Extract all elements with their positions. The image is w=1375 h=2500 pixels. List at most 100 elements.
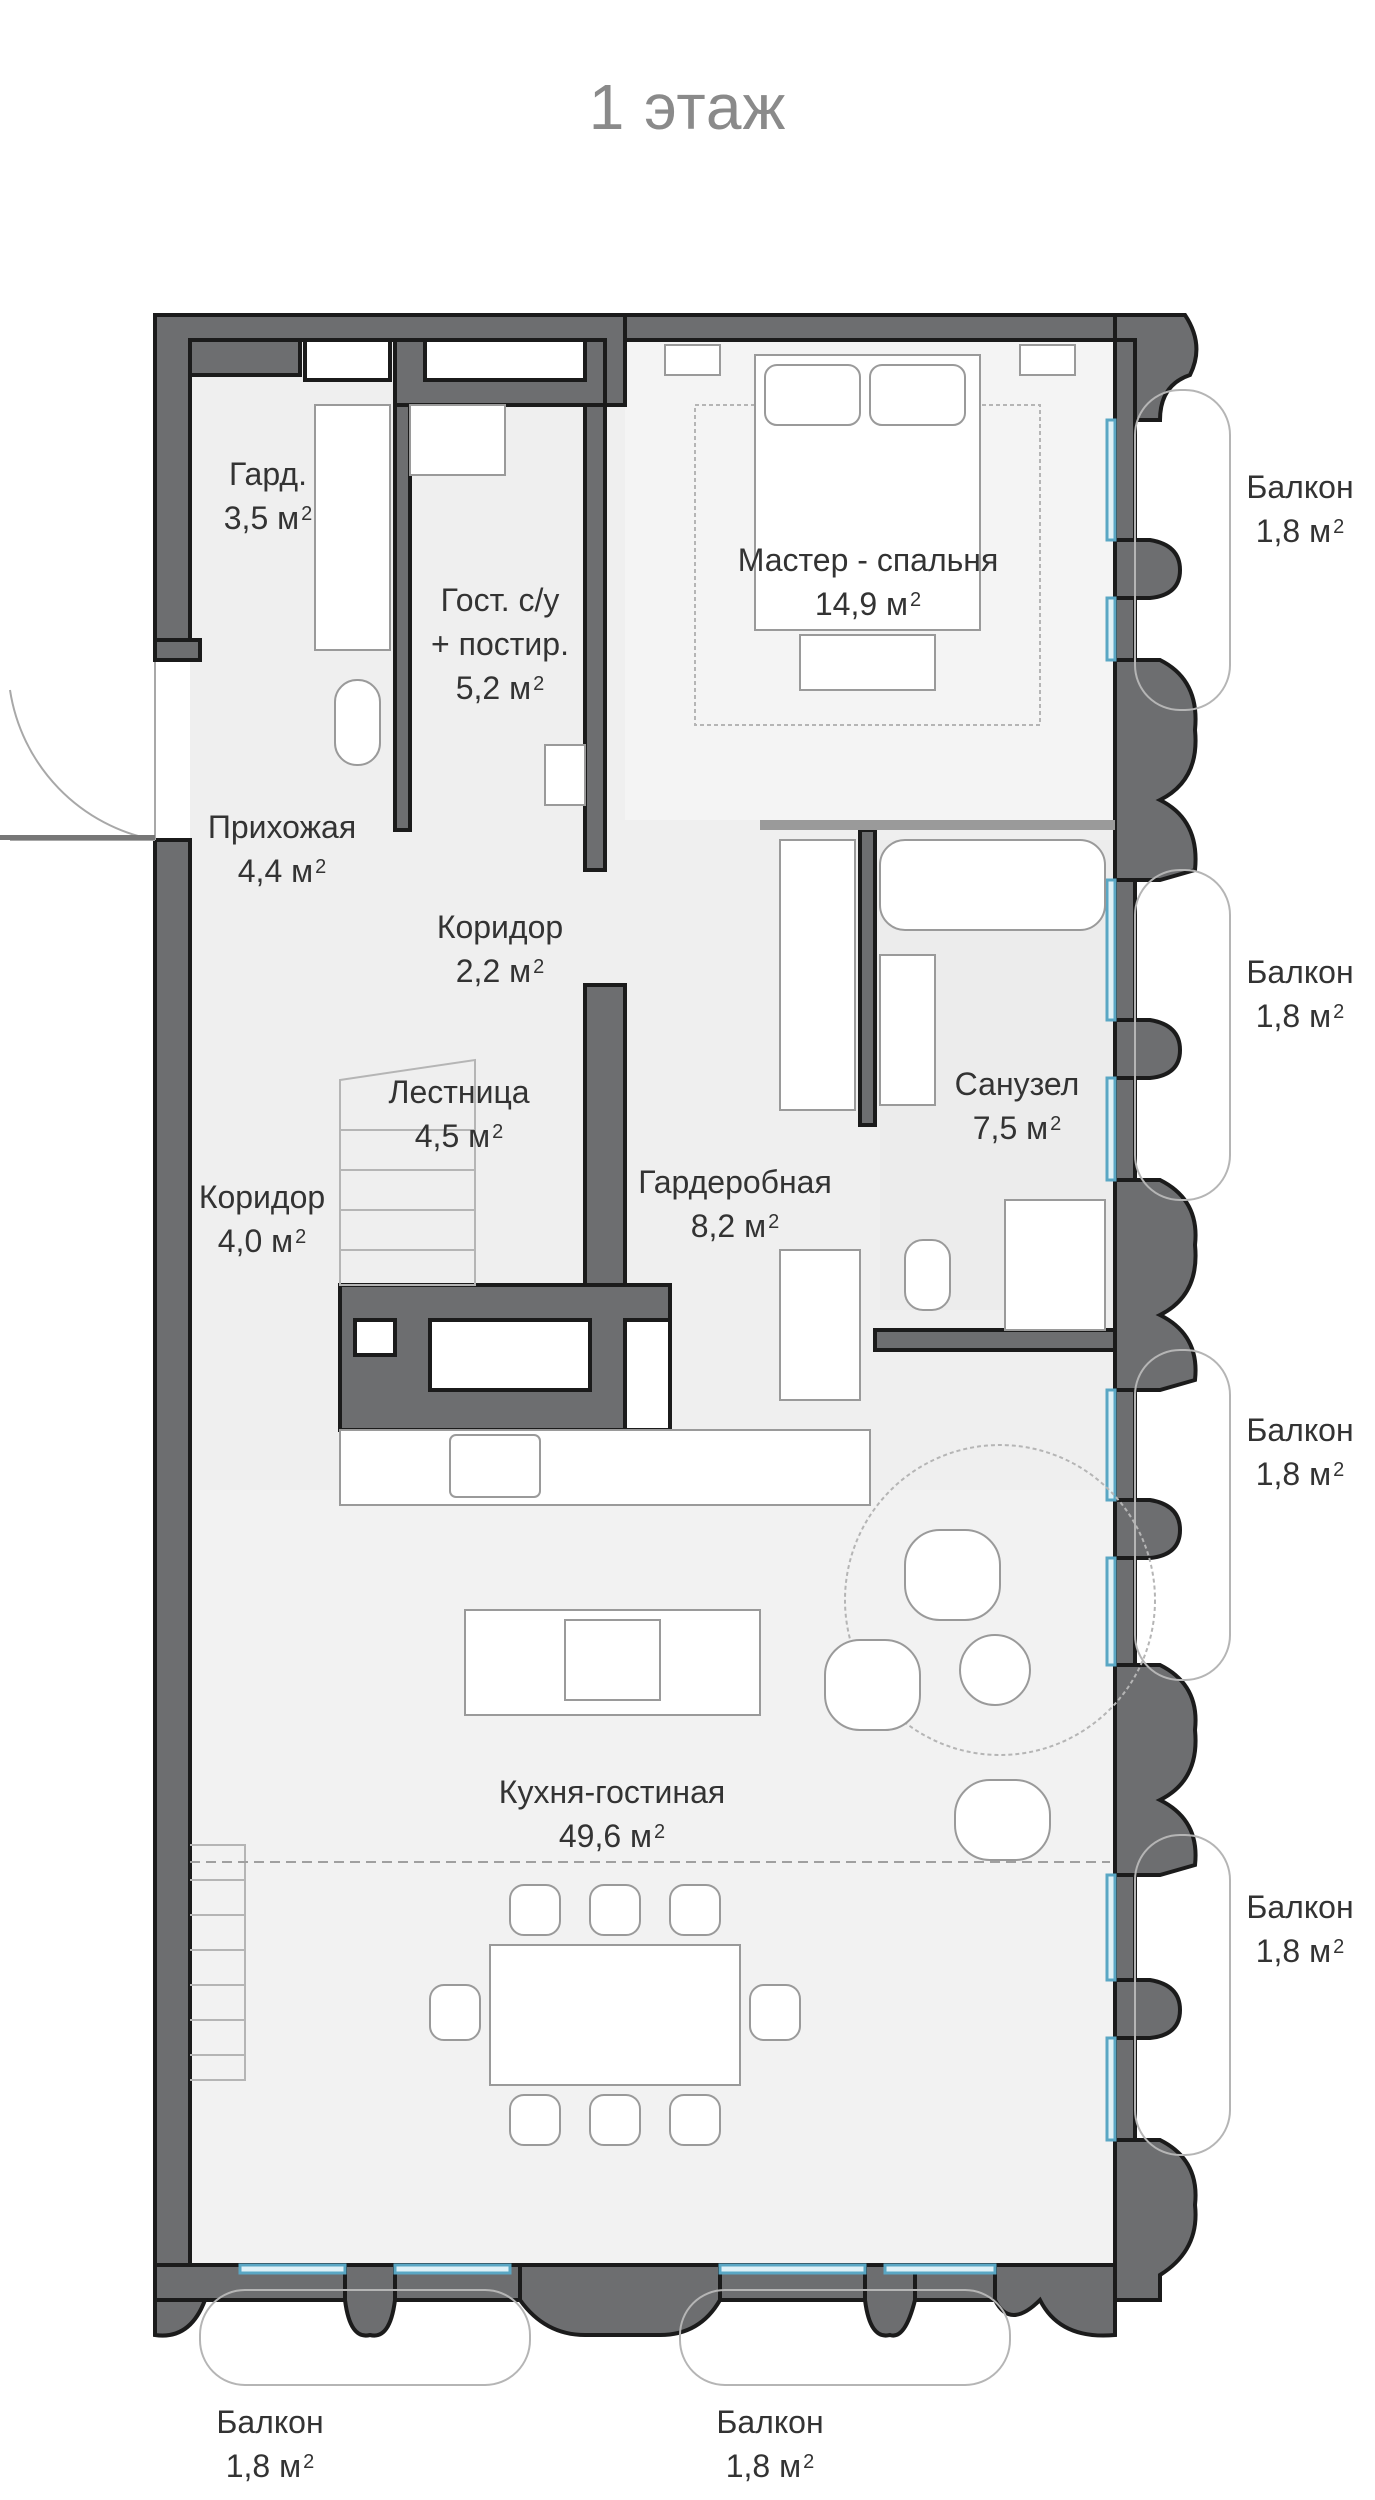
- kitchen-counter: [339, 1429, 871, 1506]
- wall-bath-left: [858, 828, 877, 1127]
- toilet: [904, 1239, 951, 1311]
- balcony-name: Балкон: [1246, 954, 1354, 990]
- room-name: Гост. с/у: [440, 582, 560, 618]
- window-right-5: [1105, 1388, 1117, 1502]
- washer: [409, 404, 506, 476]
- room-name: Коридор: [198, 1179, 326, 1215]
- wardrobe-dressing: [779, 839, 856, 1111]
- nightstand-2: [1019, 344, 1076, 376]
- balcony-name: Балкон: [1246, 469, 1354, 505]
- nightstand-1: [664, 344, 721, 376]
- balcony-name: Балкон: [1246, 1889, 1354, 1925]
- shower: [1004, 1199, 1106, 1331]
- room-name: Кухня-гостиная: [498, 1774, 726, 1810]
- room-name: Мастер - спальня: [737, 542, 999, 578]
- guest-toilet: [334, 679, 381, 766]
- pillow-2: [869, 364, 966, 426]
- window-right-3: [1105, 878, 1117, 1022]
- window-right-1: [1105, 418, 1117, 542]
- window-bottom-1: [238, 2263, 347, 2275]
- wall-bath-bottom: [873, 1328, 1117, 1352]
- coffee-table: [959, 1634, 1031, 1706]
- wall-closet-1: [188, 338, 302, 377]
- armchair-1: [904, 1529, 1001, 1621]
- wardrobe-dressing-2: [779, 1249, 861, 1401]
- wall-corridor-box3: [623, 1318, 672, 1432]
- window-right-4: [1105, 1076, 1117, 1182]
- guest-sink: [544, 744, 586, 806]
- window-bottom-2: [393, 2263, 512, 2275]
- room-name: Санузел: [954, 1066, 1080, 1102]
- facade-bottom-5: [993, 2263, 1117, 2338]
- wall-closet-bar2: [423, 338, 587, 382]
- wall-corridor-box1: [353, 1318, 397, 1357]
- staircase: [339, 1058, 476, 1286]
- window-right-7: [1105, 1873, 1117, 1982]
- floor-title: 1 этаж: [588, 71, 787, 143]
- facade-bottom-4: [863, 2263, 917, 2338]
- kitchen-sink: [449, 1434, 541, 1498]
- bathtub: [879, 839, 1106, 931]
- window-right-6: [1105, 1556, 1117, 1667]
- wall-guest-bath-right: [583, 403, 607, 872]
- outer-wall-top: [623, 313, 1117, 342]
- room-name: Коридор: [436, 909, 564, 945]
- outer-wall-left-lower: [153, 838, 192, 2292]
- cooktop: [564, 1619, 661, 1701]
- balcony-name: Балкон: [216, 2404, 324, 2440]
- dining-table: [489, 1944, 741, 2086]
- balcony-outline-3: [1134, 1349, 1231, 1681]
- room-name: Гард.: [229, 456, 307, 492]
- balcony-outline-1: [1134, 389, 1231, 711]
- room-name-2: + постир.: [431, 626, 569, 662]
- facade-right-4: [1113, 1018, 1183, 1080]
- armchair-2: [824, 1639, 921, 1731]
- wall-closet-bar: [303, 338, 392, 382]
- dining-chairs: [429, 1884, 801, 2146]
- living-rug: [844, 1444, 1156, 1756]
- bedroom-rug: [694, 404, 1041, 726]
- entrance-threshold: [0, 835, 155, 840]
- facade-right-5: [1113, 1178, 1198, 1392]
- balcony-outline-4: [1134, 1834, 1231, 2156]
- balcony-outline-5: [199, 2289, 531, 2386]
- facade-right-9: [1113, 2138, 1198, 2302]
- facade-right-3: [1113, 658, 1198, 882]
- facade-right-1: [1113, 313, 1199, 422]
- facade-right-8: [1113, 1978, 1183, 2040]
- stairs-kitchen: [190, 1844, 246, 2081]
- entrance-door: [9, 650, 156, 841]
- facade-bottom-2: [343, 2263, 397, 2338]
- facade-right-6: [1113, 1498, 1183, 1560]
- wall-guest-bath-left: [393, 403, 412, 832]
